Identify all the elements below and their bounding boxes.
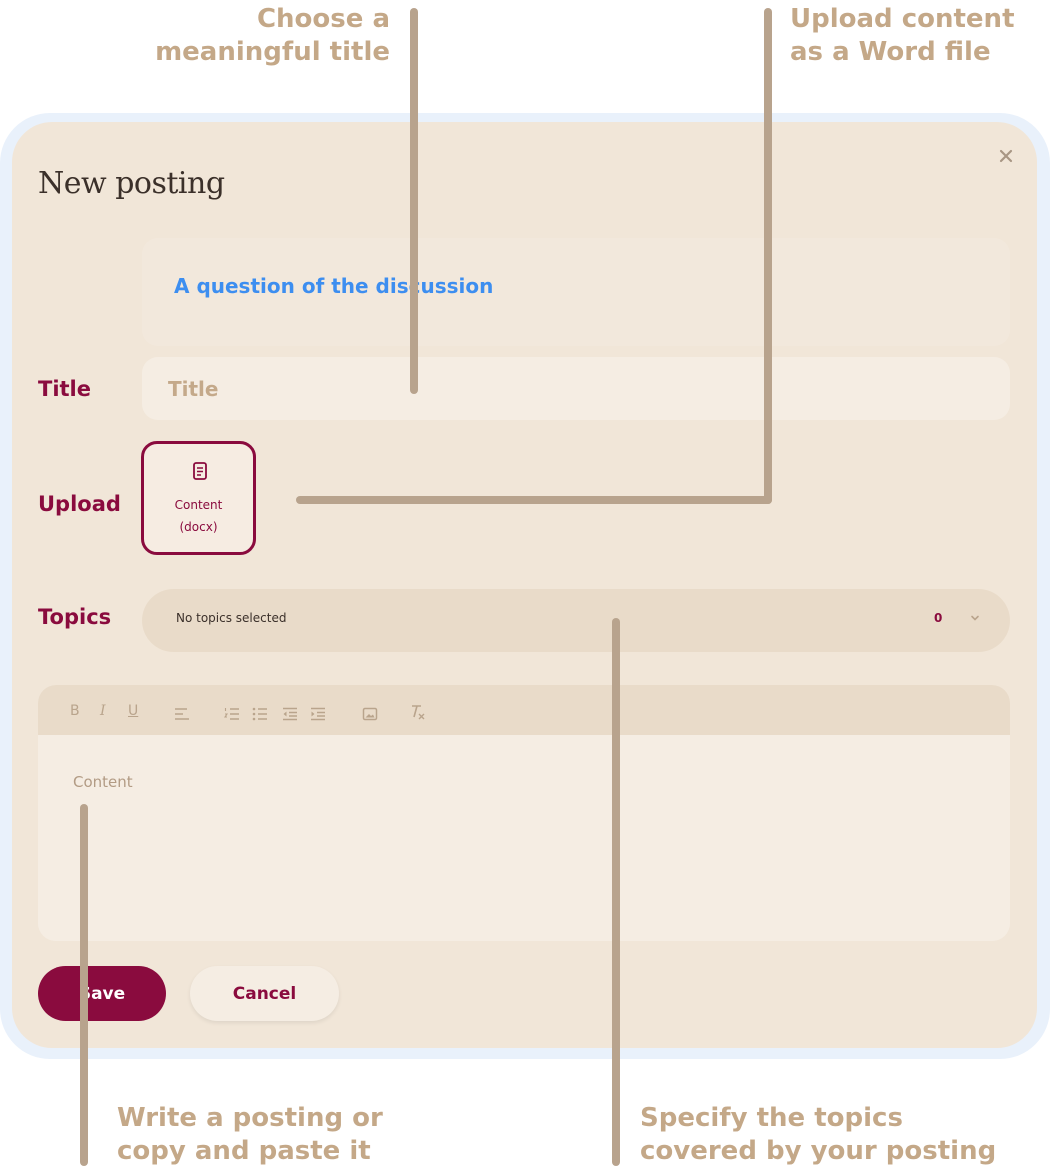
bold-button[interactable]: B (70, 703, 80, 719)
rich-text-editor: B I U Content (38, 685, 1010, 941)
upload-content-docx-button[interactable]: Content (docx) (141, 441, 256, 555)
callout-line: Upload content (790, 4, 1015, 34)
callout-content-hint: Write a posting or copy and paste it (117, 1102, 383, 1168)
callout-line: meaningful title (155, 37, 390, 67)
dialog-title: New posting (38, 166, 225, 201)
content-connector-line (80, 804, 88, 1166)
clear-format-icon[interactable] (408, 702, 426, 722)
callout-line: covered by your posting (640, 1136, 997, 1166)
topics-count: 0 (934, 611, 943, 625)
callout-line: Choose a (256, 4, 390, 34)
editor-toolbar: B I U (38, 685, 1010, 735)
upload-label: Upload (38, 492, 121, 516)
topics-label: Topics (38, 605, 112, 629)
underline-button[interactable]: U (128, 703, 139, 719)
topics-select[interactable]: No topics selected 0 (142, 589, 1010, 652)
callout-title-hint: Choose a meaningful title (154, 3, 390, 69)
save-button[interactable]: Save (38, 966, 166, 1021)
chevron-down-icon[interactable] (968, 611, 982, 625)
ordered-list-icon[interactable] (224, 704, 240, 724)
question-banner (142, 238, 1010, 346)
callout-line: Write a posting or (117, 1103, 383, 1133)
callout-line: Specify the topics (640, 1103, 903, 1133)
question-text: A question of the discussion (174, 274, 494, 298)
close-icon[interactable] (994, 145, 1018, 169)
callout-line: as a Word file (790, 37, 991, 67)
upload-tile-line1: Content (174, 498, 223, 512)
title-input[interactable] (142, 357, 1010, 420)
callout-line: copy and paste it (117, 1136, 371, 1166)
indent-icon[interactable] (310, 704, 326, 724)
topics-selected-text: No topics selected (176, 611, 287, 625)
topics-connector-line (612, 618, 620, 1166)
upload-tile-line2: (docx) (179, 520, 218, 534)
editor-content-area[interactable] (38, 735, 1010, 941)
align-left-icon[interactable] (174, 704, 190, 724)
outdent-icon[interactable] (282, 704, 298, 724)
callout-upload-hint: Upload content as a Word file (790, 3, 1015, 69)
title-connector-line (410, 8, 418, 394)
cancel-button[interactable]: Cancel (190, 966, 339, 1021)
bullet-list-icon[interactable] (252, 704, 268, 724)
upload-connector-vertical (764, 8, 772, 504)
content-placeholder: Content (73, 773, 133, 791)
upload-connector-horizontal (296, 496, 772, 504)
image-icon[interactable] (362, 704, 378, 724)
italic-button[interactable]: I (100, 703, 106, 719)
document-icon (193, 462, 207, 480)
callout-topics-hint: Specify the topics covered by your posti… (640, 1102, 996, 1168)
title-label: Title (38, 377, 92, 401)
